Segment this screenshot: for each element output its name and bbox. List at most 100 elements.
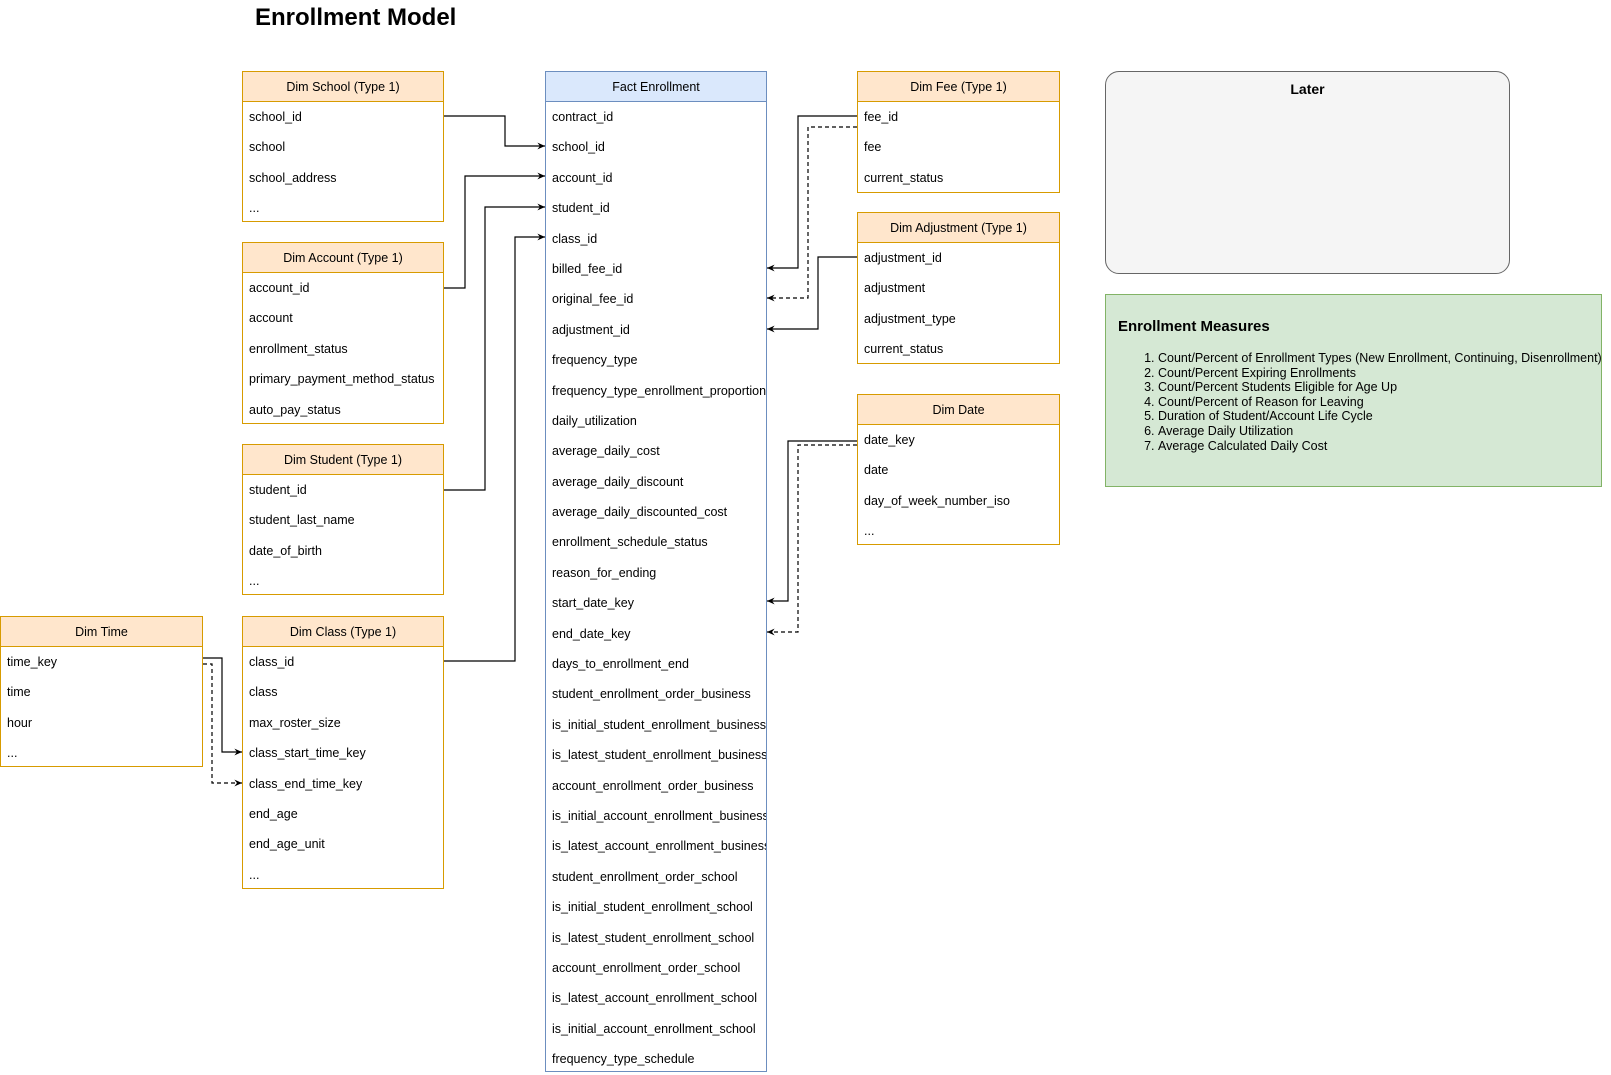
- dim-time-field[interactable]: time: [7, 685, 31, 700]
- fact-enrollment-field[interactable]: is_latest_student_enrollment_business: [552, 748, 766, 763]
- fact-enrollment-field[interactable]: frequency_type_schedule: [552, 1052, 695, 1067]
- fact-enrollment-field[interactable]: is_initial_account_enrollment_business: [552, 808, 766, 823]
- dim-account-header: Dim Account (Type 1): [243, 243, 443, 273]
- measures-list: Count/Percent of Enrollment Types (New E…: [1118, 351, 1602, 453]
- fact-enrollment-field[interactable]: is_initial_student_enrollment_school: [552, 900, 753, 915]
- dim-class-field[interactable]: end_age: [249, 806, 298, 821]
- fact-enrollment-field[interactable]: original_fee_id: [552, 292, 634, 307]
- fact-enrollment-header: Fact Enrollment: [546, 72, 766, 102]
- fact-enrollment-field[interactable]: daily_utilization: [552, 413, 637, 428]
- dim-student-field[interactable]: date_of_birth: [249, 543, 322, 558]
- fact-enrollment-field[interactable]: account_enrollment_order_school: [552, 960, 741, 975]
- dim-date-field[interactable]: date_key: [864, 433, 915, 447]
- dim-class-header: Dim Class (Type 1): [243, 617, 443, 647]
- fact-enrollment-field[interactable]: account_id: [552, 170, 613, 185]
- fact-enrollment-field[interactable]: days_to_enrollment_end: [552, 657, 689, 672]
- connector-student-id: [444, 203, 545, 491]
- connector-class-start-time-key: [203, 657, 242, 756]
- dim-account-field[interactable]: enrollment_status: [249, 341, 348, 356]
- dim-adjustment-field[interactable]: adjustment_type: [864, 311, 956, 326]
- dim-school-field[interactable]: school: [249, 140, 286, 155]
- fact-enrollment-field[interactable]: is_initial_account_enrollment_school: [552, 1021, 756, 1036]
- fact-enrollment-field[interactable]: end_date_key: [552, 626, 631, 641]
- fact-enrollment-field[interactable]: is_latest_account_enrollment_school: [552, 991, 757, 1006]
- fact-enrollment-field[interactable]: class_id: [552, 231, 598, 246]
- dim-date-field[interactable]: day_of_week_number_iso: [864, 493, 1010, 508]
- fact-enrollment-field[interactable]: enrollment_schedule_status: [552, 535, 708, 550]
- dim-fee-field[interactable]: fee_id: [864, 110, 899, 124]
- dim-date-header: Dim Date: [858, 395, 1059, 425]
- dim-student-field[interactable]: ...: [249, 574, 260, 589]
- dim-class-field[interactable]: class: [249, 685, 278, 700]
- fact-enrollment-field[interactable]: school_id: [552, 140, 605, 155]
- dim-school-field[interactable]: school_id: [249, 110, 302, 124]
- fact-enrollment-field[interactable]: start_date_key: [552, 596, 634, 611]
- fact-enrollment-field[interactable]: contract_id: [552, 110, 614, 124]
- fact-enrollment-field[interactable]: frequency_type: [552, 353, 638, 368]
- dim-adjustment-field[interactable]: adjustment_id: [864, 251, 942, 265]
- fact-enrollment-field[interactable]: frequency_type_enrollment_proportion: [552, 383, 766, 398]
- dim-time-field[interactable]: ...: [7, 746, 18, 761]
- connector-account-id: [444, 172, 545, 289]
- dim-account-field[interactable]: auto_pay_status: [249, 402, 341, 417]
- fact-enrollment-field[interactable]: is_latest_account_enrollment_business: [552, 839, 766, 854]
- fact-enrollment-field[interactable]: is_latest_student_enrollment_school: [552, 930, 755, 945]
- dim-class-field[interactable]: class_end_time_key: [249, 776, 363, 791]
- fact-enrollment-field[interactable]: student_enrollment_order_business: [552, 687, 751, 702]
- fact-enrollment-field[interactable]: average_daily_cost: [552, 444, 660, 459]
- dim-adjustment-field[interactable]: adjustment: [864, 281, 926, 296]
- dim-school-field[interactable]: school_address: [249, 170, 337, 185]
- later-container[interactable]: Later: [1105, 71, 1510, 274]
- dim-adjustment-field[interactable]: current_status: [864, 342, 944, 357]
- measure-item: Average Calculated Daily Cost: [1158, 439, 1602, 454]
- measure-item: Count/Percent of Enrollment Types (New E…: [1158, 351, 1602, 366]
- fact-enrollment-field[interactable]: billed_fee_id: [552, 261, 623, 276]
- dim-fee-field[interactable]: current_status: [864, 170, 944, 185]
- dim-fee-header: Dim Fee (Type 1): [858, 72, 1059, 102]
- dim-account-field[interactable]: account_id: [249, 281, 310, 295]
- dim-student-field[interactable]: student_last_name: [249, 513, 355, 528]
- connector-adjustment-id: [767, 256, 857, 333]
- dim-account-field[interactable]: primary_payment_method_status: [249, 372, 435, 387]
- dim-class-field[interactable]: max_roster_size: [249, 715, 341, 730]
- dim-date-field[interactable]: ...: [864, 524, 875, 539]
- fact-enrollment-field[interactable]: average_daily_discount: [552, 474, 684, 489]
- dim-time-field[interactable]: hour: [7, 715, 33, 730]
- connector-start-date-key: [767, 440, 857, 605]
- measure-item: Count/Percent Expiring Enrollments: [1158, 366, 1602, 381]
- dim-student-field[interactable]: student_id: [249, 483, 307, 497]
- enrollment-measures-note[interactable]: Enrollment Measures Count/Percent of Enr…: [1105, 294, 1602, 487]
- dim-school-header: Dim School (Type 1): [243, 72, 443, 102]
- fact-enrollment-field[interactable]: is_initial_student_enrollment_business: [552, 717, 766, 732]
- measure-item: Count/Percent of Reason for Leaving: [1158, 395, 1602, 410]
- measure-item: Count/Percent Students Eligible for Age …: [1158, 380, 1602, 395]
- dim-school-field[interactable]: ...: [249, 201, 260, 216]
- dim-class-field[interactable]: end_age_unit: [249, 837, 325, 852]
- dim-class-field[interactable]: class_id: [249, 655, 295, 669]
- fact-enrollment-field[interactable]: student_id: [552, 201, 610, 216]
- dim-date-field[interactable]: date: [864, 463, 889, 478]
- diagram-title: Enrollment Model: [255, 4, 457, 31]
- fact-enrollment-field[interactable]: average_daily_discounted_cost: [552, 505, 728, 520]
- dim-time-field[interactable]: time_key: [7, 655, 58, 669]
- dim-account-field[interactable]: account: [249, 311, 293, 326]
- dim-fee-field[interactable]: fee: [864, 140, 882, 155]
- dim-class-field[interactable]: ...: [249, 867, 260, 882]
- measure-item: Average Daily Utilization: [1158, 424, 1602, 439]
- dim-class-field[interactable]: class_start_time_key: [249, 746, 366, 761]
- dim-time-header: Dim Time: [1, 617, 202, 647]
- fact-enrollment-field[interactable]: account_enrollment_order_business: [552, 778, 754, 793]
- fact-enrollment-field[interactable]: reason_for_ending: [552, 565, 657, 580]
- fact-enrollment-field[interactable]: student_enrollment_order_school: [552, 869, 738, 884]
- fact-enrollment-field[interactable]: adjustment_id: [552, 322, 630, 337]
- measures-title: Enrollment Measures: [1118, 318, 1270, 335]
